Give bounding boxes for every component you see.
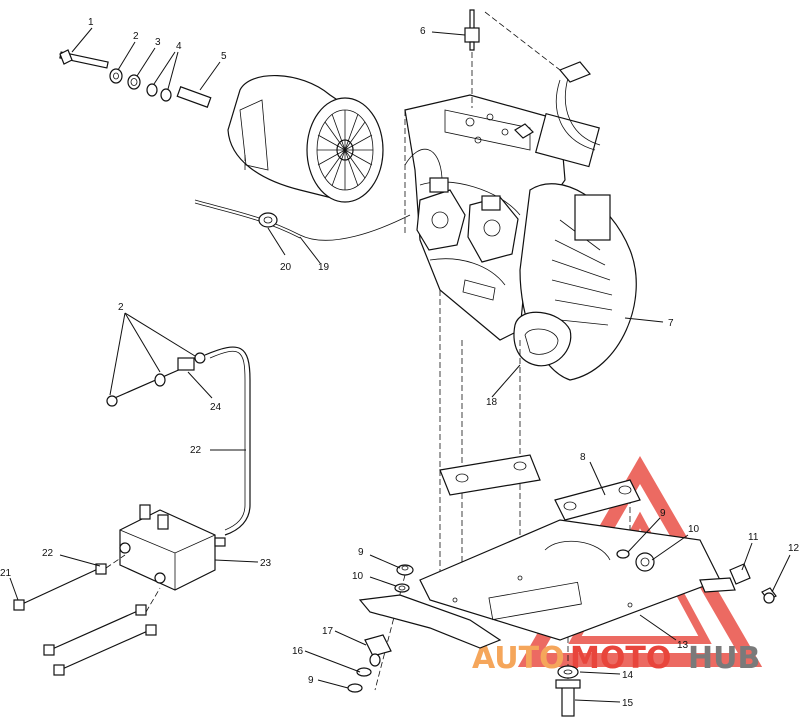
callout-10-right: 10 (688, 524, 700, 535)
callout-15: 15 (622, 698, 634, 709)
fasteners (347, 549, 777, 717)
hose-fitting-assembly (106, 346, 251, 536)
watermark-hub: HUB (688, 641, 760, 676)
oil-pump-box (119, 504, 226, 591)
callout-14: 14 (622, 670, 634, 681)
callout-1: 1 (88, 17, 94, 28)
callout-18: 18 (486, 397, 498, 408)
callout-10-left: 10 (352, 571, 364, 582)
callout-22-hose: 22 (190, 445, 202, 456)
callout-21: 21 (0, 568, 12, 579)
carburetor-assembly (404, 148, 519, 263)
callout-17: 17 (322, 626, 334, 637)
callout-2: 2 (133, 31, 139, 42)
callout-22-line: 22 (42, 548, 54, 559)
callout-23: 23 (260, 558, 272, 569)
callout-2-hose: 2 (118, 302, 124, 313)
callout-12: 12 (788, 543, 800, 554)
callout-24: 24 (210, 402, 222, 413)
callout-19: 19 (318, 262, 330, 273)
callout-13: 13 (677, 640, 689, 651)
throttle-cable (194, 199, 411, 241)
drive-clutch (227, 74, 384, 203)
callout-9-bottom: 9 (308, 675, 314, 686)
callout-16: 16 (292, 646, 304, 657)
callout-6: 6 (420, 26, 426, 37)
callout-9-left: 9 (358, 547, 364, 558)
callout-9-top: 9 (660, 508, 666, 519)
ignition-coil (464, 9, 611, 241)
engine-mount-plate (358, 454, 721, 649)
callout-5: 5 (221, 51, 227, 62)
callout-20: 20 (280, 262, 292, 273)
callout-11: 11 (748, 532, 759, 543)
callout-7: 7 (668, 318, 674, 329)
watermark-auto: AUTO (472, 641, 565, 676)
callout-3: 3 (155, 37, 161, 48)
fuel-lines (13, 554, 161, 676)
callout-4: 4 (176, 41, 182, 52)
drive-bolt-assembly (59, 49, 212, 108)
watermark-moto: MOTO (570, 641, 671, 676)
leader-lines (9, 27, 791, 703)
callout-8: 8 (580, 452, 586, 463)
